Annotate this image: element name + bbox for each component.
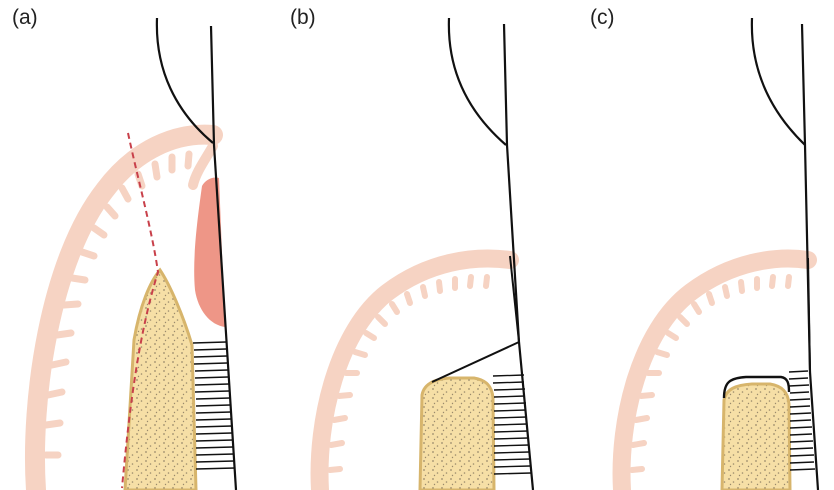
alveolar-bone [420,378,494,490]
tooth-crown-curve [157,18,213,143]
diagram-a [0,0,278,490]
alveolar-bone [722,384,790,490]
panel-b: (b) [278,0,556,490]
gingiva-edge [808,258,810,372]
tooth-crown-curve [449,18,506,145]
alveolar-bone [125,270,196,490]
diagram-b [278,0,556,490]
pdl-fibers [493,375,531,474]
panel-a: (a) [0,0,278,490]
tooth-crown-curve [752,18,805,145]
panel-c: (c) [556,0,834,490]
diagram-c [556,0,834,490]
